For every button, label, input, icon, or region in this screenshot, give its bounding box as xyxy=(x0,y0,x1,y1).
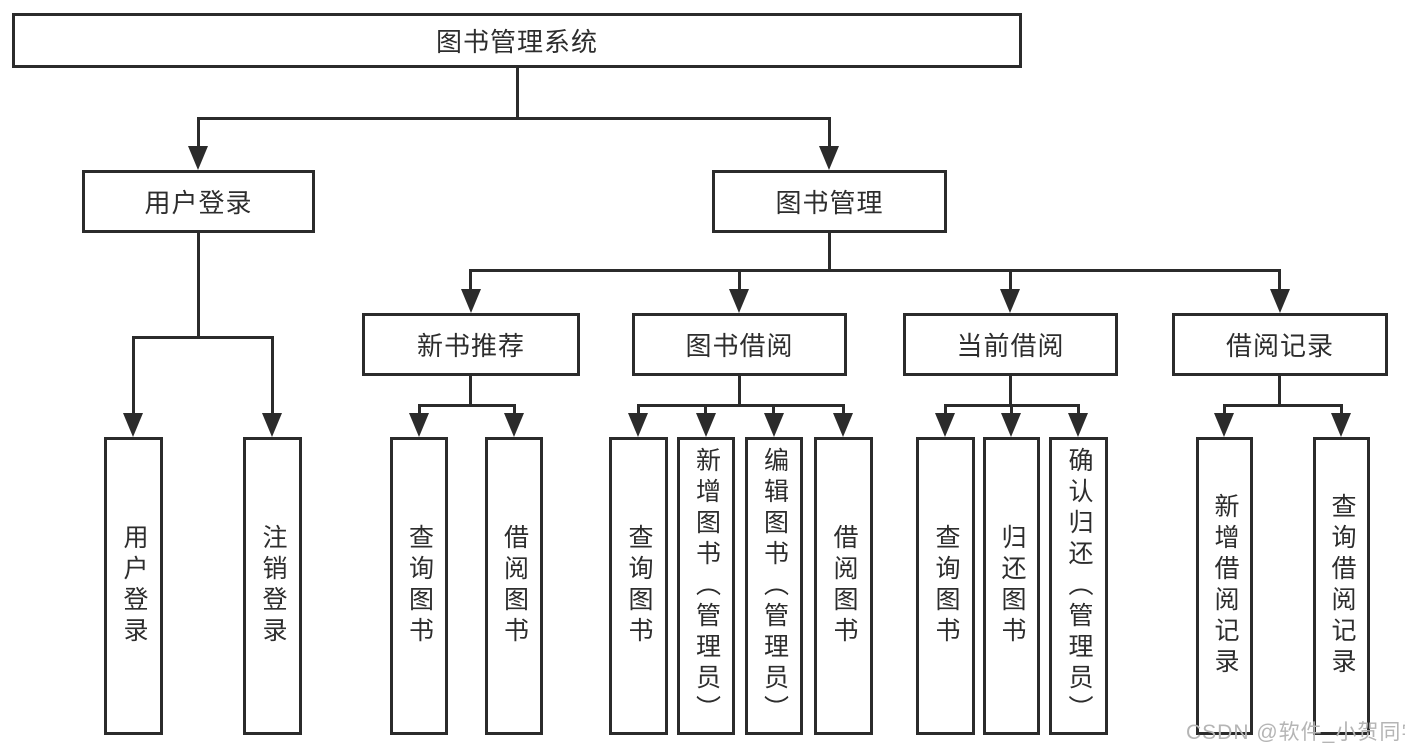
leaf-current-query-books: 查询图书 xyxy=(916,437,975,735)
connector-root-branch xyxy=(197,117,831,120)
connector-recommend-drop-2 xyxy=(513,404,516,420)
connector-borrowing-trunk xyxy=(738,376,741,407)
connector-current-trunk xyxy=(1009,376,1012,407)
arrowhead-icon xyxy=(409,413,429,437)
leaf-user-login: 用户登录 xyxy=(104,437,163,735)
connector-current-drop-3 xyxy=(1077,404,1080,420)
arrowhead-icon xyxy=(1000,289,1020,313)
leaf-current-confirm-return-label: 确认归还（管理员） xyxy=(1065,446,1093,726)
node-book-borrowing: 图书借阅 xyxy=(632,313,847,376)
leaf-current-confirm-return: 确认归还（管理员） xyxy=(1049,437,1108,735)
leaf-logout-label: 注销登录 xyxy=(259,524,287,648)
node-root-label: 图书管理系统 xyxy=(435,27,598,57)
connector-user-login-drop-2 xyxy=(271,336,274,420)
leaf-records-add-record-label: 新增借阅记录 xyxy=(1211,493,1239,679)
leaf-recommend-borrow-books: 借阅图书 xyxy=(485,437,543,735)
arrowhead-icon xyxy=(1270,289,1290,313)
connector-borrowing-drop-1 xyxy=(637,404,640,420)
leaf-user-login-label: 用户登录 xyxy=(120,524,148,648)
watermark-text: CSDN @软件_小贺同学 xyxy=(1186,721,1405,744)
connector-records-drop-1 xyxy=(1223,404,1226,420)
connector-borrowing-drop-2 xyxy=(704,404,707,420)
node-new-book-recommend: 新书推荐 xyxy=(362,313,580,376)
leaf-borrowing-query-books-label: 查询图书 xyxy=(625,524,653,648)
connector-recommend-drop-1 xyxy=(418,404,421,420)
leaf-current-return-books: 归还图书 xyxy=(983,437,1040,735)
arrowhead-icon xyxy=(833,413,853,437)
arrowhead-icon xyxy=(935,413,955,437)
arrowhead-icon xyxy=(1331,413,1351,437)
arrowhead-icon xyxy=(764,413,784,437)
connector-recommend-branch xyxy=(418,404,516,407)
connector-book-mgmt-drop-4 xyxy=(1278,269,1281,297)
connector-user-login-drop-1 xyxy=(132,336,135,420)
node-user-login: 用户登录 xyxy=(82,170,315,233)
connector-book-mgmt-trunk xyxy=(828,233,831,271)
node-book-management: 图书管理 xyxy=(712,170,947,233)
arrowhead-icon xyxy=(262,413,282,437)
leaf-recommend-query-books: 查询图书 xyxy=(390,437,448,735)
leaf-recommend-borrow-books-label: 借阅图书 xyxy=(500,524,529,648)
leaf-borrowing-borrow-books-label: 借阅图书 xyxy=(830,524,858,648)
node-book-borrowing-label: 图书借阅 xyxy=(685,331,794,361)
arrowhead-icon xyxy=(819,146,839,170)
node-book-management-label: 图书管理 xyxy=(775,188,884,218)
connector-records-branch xyxy=(1223,404,1342,407)
node-root: 图书管理系统 xyxy=(12,13,1022,68)
node-borrowing-records-label: 借阅记录 xyxy=(1225,331,1334,361)
connector-root-drop-left xyxy=(197,117,200,153)
leaf-records-query-record: 查询借阅记录 xyxy=(1313,437,1370,735)
arrowhead-icon xyxy=(504,413,524,437)
connector-root-drop-right xyxy=(828,117,831,153)
arrowhead-icon xyxy=(188,146,208,170)
connector-current-drop-2 xyxy=(1010,404,1013,420)
leaf-borrowing-edit-books: 编辑图书（管理员） xyxy=(745,437,803,735)
connector-user-login-trunk xyxy=(197,233,200,339)
connector-borrowing-drop-3 xyxy=(772,404,775,420)
connector-book-mgmt-drop-2 xyxy=(738,269,741,297)
connector-recommend-trunk xyxy=(469,376,472,407)
connector-borrowing-branch xyxy=(637,404,844,407)
leaf-logout: 注销登录 xyxy=(243,437,302,735)
connector-records-trunk xyxy=(1278,376,1281,407)
arrowhead-icon xyxy=(123,413,143,437)
connector-borrowing-drop-4 xyxy=(842,404,845,420)
arrowhead-icon xyxy=(1068,413,1088,437)
connector-user-login-branch xyxy=(132,336,274,339)
node-new-book-recommend-label: 新书推荐 xyxy=(416,331,525,361)
node-borrowing-records: 借阅记录 xyxy=(1172,313,1388,376)
leaf-borrowing-borrow-books: 借阅图书 xyxy=(814,437,873,735)
node-user-login-label: 用户登录 xyxy=(144,188,253,218)
leaf-borrowing-edit-books-label: 编辑图书（管理员） xyxy=(760,446,789,726)
arrowhead-icon xyxy=(461,289,481,313)
connector-book-mgmt-drop-1 xyxy=(469,269,472,297)
arrowhead-icon xyxy=(1214,413,1234,437)
leaf-borrowing-query-books: 查询图书 xyxy=(609,437,668,735)
arrowhead-icon xyxy=(1001,413,1021,437)
connector-book-mgmt-branch xyxy=(469,269,1281,272)
node-current-borrowing-label: 当前借阅 xyxy=(956,331,1065,361)
connector-book-mgmt-drop-3 xyxy=(1009,269,1012,297)
connector-root-trunk xyxy=(516,68,519,118)
arrowhead-icon xyxy=(628,413,648,437)
leaf-current-query-books-label: 查询图书 xyxy=(932,524,960,648)
connector-records-drop-2 xyxy=(1340,404,1343,420)
leaf-borrowing-add-books-label: 新增图书（管理员） xyxy=(692,446,721,726)
leaf-records-add-record: 新增借阅记录 xyxy=(1196,437,1253,735)
arrowhead-icon xyxy=(696,413,716,437)
leaf-recommend-query-books-label: 查询图书 xyxy=(405,524,434,648)
node-current-borrowing: 当前借阅 xyxy=(903,313,1118,376)
leaf-borrowing-add-books: 新增图书（管理员） xyxy=(677,437,735,735)
leaf-current-return-books-label: 归还图书 xyxy=(998,524,1026,648)
connector-current-drop-1 xyxy=(944,404,947,420)
arrowhead-icon xyxy=(729,289,749,313)
leaf-records-query-record-label: 查询借阅记录 xyxy=(1328,493,1356,679)
